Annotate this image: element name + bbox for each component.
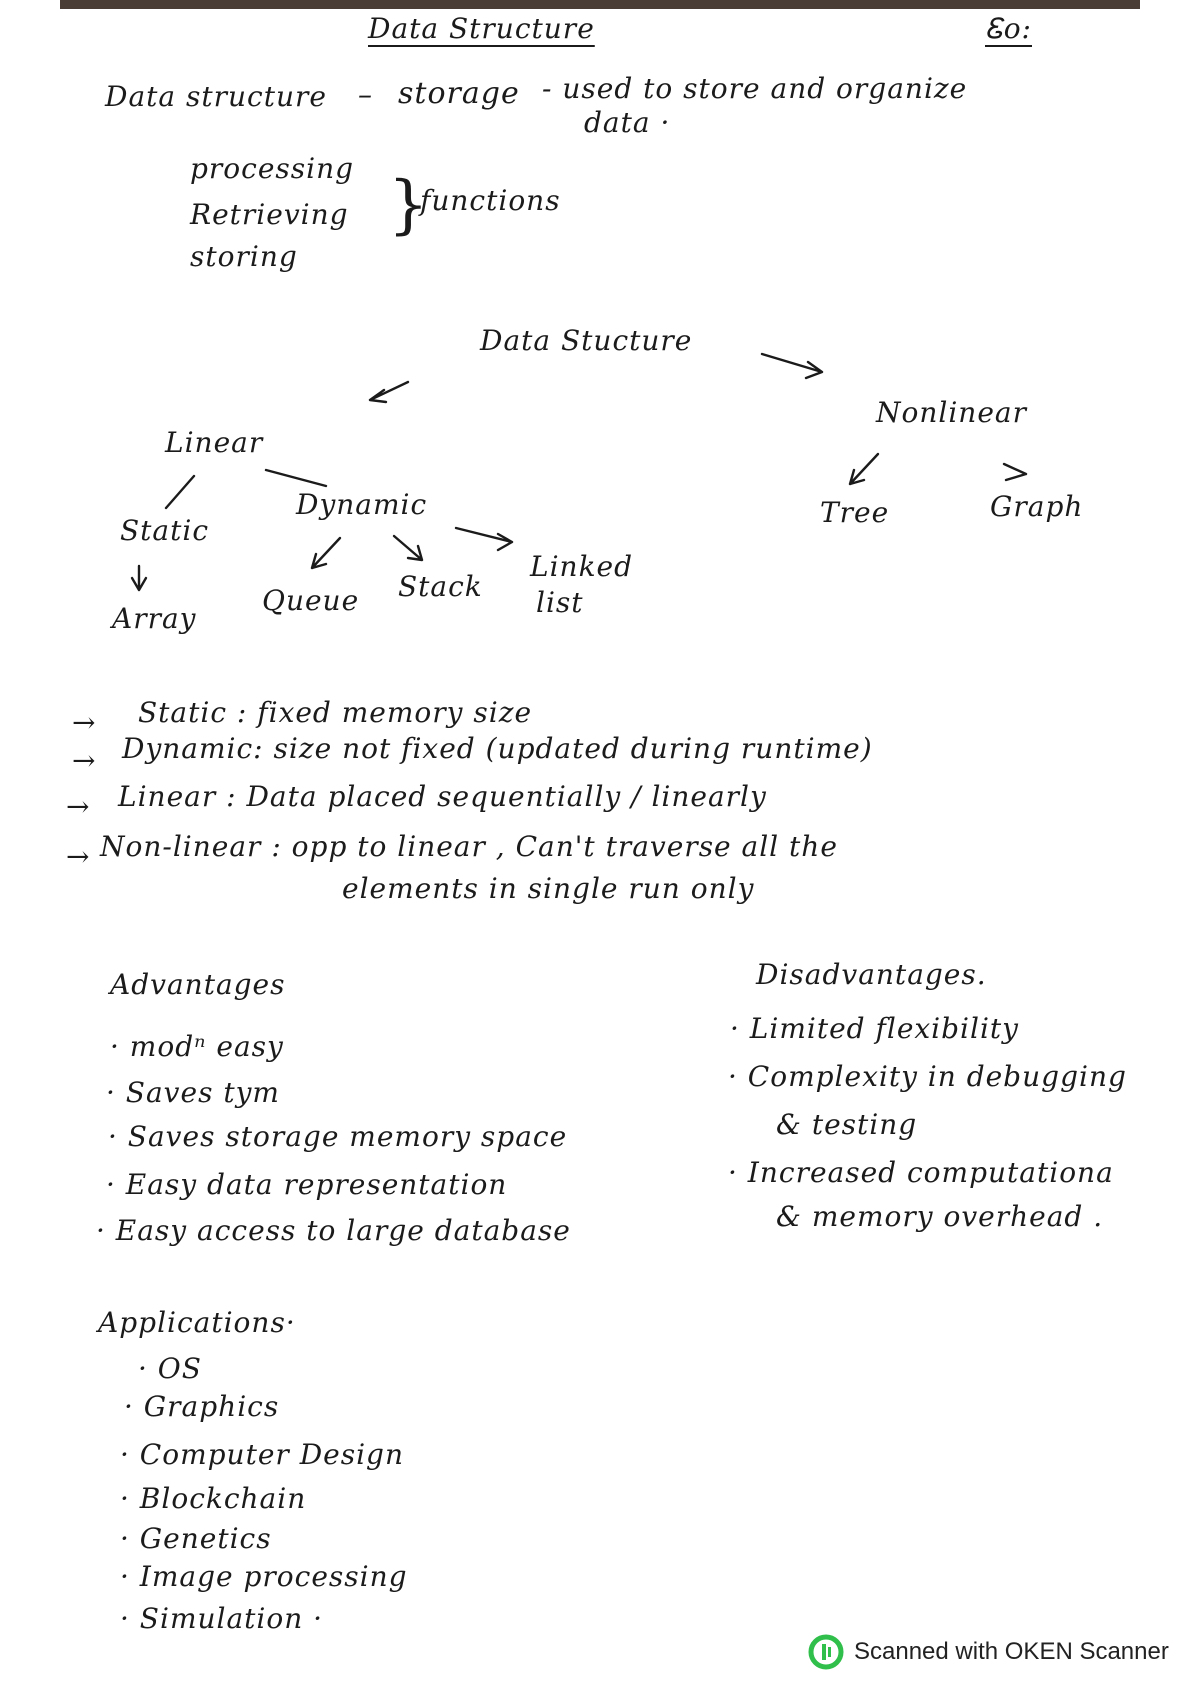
intro-meaning: storage [398, 76, 520, 111]
application-item: · OS [138, 1352, 202, 1385]
function-item: storing [190, 240, 298, 273]
tree-graph: Graph [990, 490, 1084, 523]
tree-tree-node: Tree [820, 496, 890, 529]
definition-nonlinear-cont: elements in single run only [342, 872, 755, 905]
application-item: · Simulation · [120, 1602, 324, 1635]
tree-linear: Linear [165, 426, 264, 459]
application-item: · Blockchain [120, 1482, 307, 1515]
arrow-nonlinear-to-graph [1002, 462, 1028, 482]
line-linear-to-static [164, 474, 196, 510]
page-title: Data Structure [368, 12, 595, 45]
advantage-item: · Saves storage memory space [108, 1120, 568, 1153]
tree-nonlinear: Nonlinear [876, 396, 1027, 429]
tree-dynamic: Dynamic [296, 488, 428, 521]
disadvantage-item: · Limited flexibility [730, 1012, 1019, 1045]
scanner-watermark: Scanned with OKEN Scanner [808, 1634, 1169, 1670]
arrow-dynamic-to-queue [310, 536, 342, 570]
definition-arrow: → [66, 840, 91, 873]
arrow-static-to-array [130, 564, 148, 592]
arrow-nonlinear-to-tree [848, 452, 880, 486]
definition-arrow: → [66, 790, 91, 823]
page-corner-mark: Ꮛo: [985, 12, 1032, 45]
disadvantages-heading: Disadvantages. [756, 958, 987, 991]
disadvantage-item: & testing [776, 1108, 918, 1141]
tree-linked: Linked [530, 550, 634, 583]
definition-arrow: → [72, 706, 97, 739]
intro-term: Data structure [105, 80, 327, 113]
intro-definition-line2: data · [584, 106, 671, 139]
arrow-root-to-linear [368, 380, 410, 404]
page-top-edge [60, 0, 1140, 9]
tree-array: Array [112, 602, 197, 635]
functions-bracket: } [388, 168, 430, 242]
tree-linked-list: list [536, 586, 584, 619]
line-linear-to-dynamic [264, 468, 328, 488]
application-item: · Image processing [120, 1560, 408, 1593]
definition-nonlinear: Non-linear : opp to linear , Can't trave… [100, 830, 838, 863]
advantage-item: · modⁿ easy [110, 1030, 284, 1063]
function-item: Retrieving [190, 198, 349, 231]
intro-dash: – [358, 78, 373, 111]
advantage-item: · Easy access to large database [96, 1214, 571, 1247]
advantage-item: · Easy data representation [106, 1168, 508, 1201]
arrow-dynamic-to-linked [454, 526, 514, 552]
tree-stack: Stack [398, 570, 483, 603]
scanner-text: Scanned with OKEN Scanner [854, 1638, 1169, 1665]
definition-static: Static : fixed memory size [138, 696, 533, 729]
application-item: · Computer Design [120, 1438, 404, 1471]
advantage-item: · Saves tym [106, 1076, 280, 1109]
tree-root: Data Stucture [480, 324, 693, 357]
definition-arrow: → [72, 744, 97, 777]
tree-queue: Queue [262, 584, 360, 617]
intro-definition-line1: - used to store and organize [542, 72, 968, 105]
application-item: · Graphics [124, 1390, 280, 1423]
function-item: processing [190, 152, 355, 185]
disadvantage-item: · Complexity in debugging [728, 1060, 1127, 1093]
disadvantage-item: & memory overhead . [776, 1200, 1104, 1233]
arrow-root-to-nonlinear [760, 352, 824, 380]
application-item: · Genetics [120, 1522, 272, 1555]
definition-linear: Linear : Data placed sequentially / line… [118, 780, 767, 813]
advantages-heading: Advantages [110, 968, 286, 1001]
applications-heading: Applications· [98, 1306, 296, 1339]
scanner-logo-icon [808, 1634, 844, 1670]
definition-dynamic: Dynamic: size not fixed (updated during … [122, 732, 873, 765]
tree-static: Static [120, 514, 210, 547]
arrow-dynamic-to-stack [392, 534, 424, 562]
functions-label: functions [420, 184, 561, 217]
disadvantage-item: · Increased computationa [728, 1156, 1114, 1189]
